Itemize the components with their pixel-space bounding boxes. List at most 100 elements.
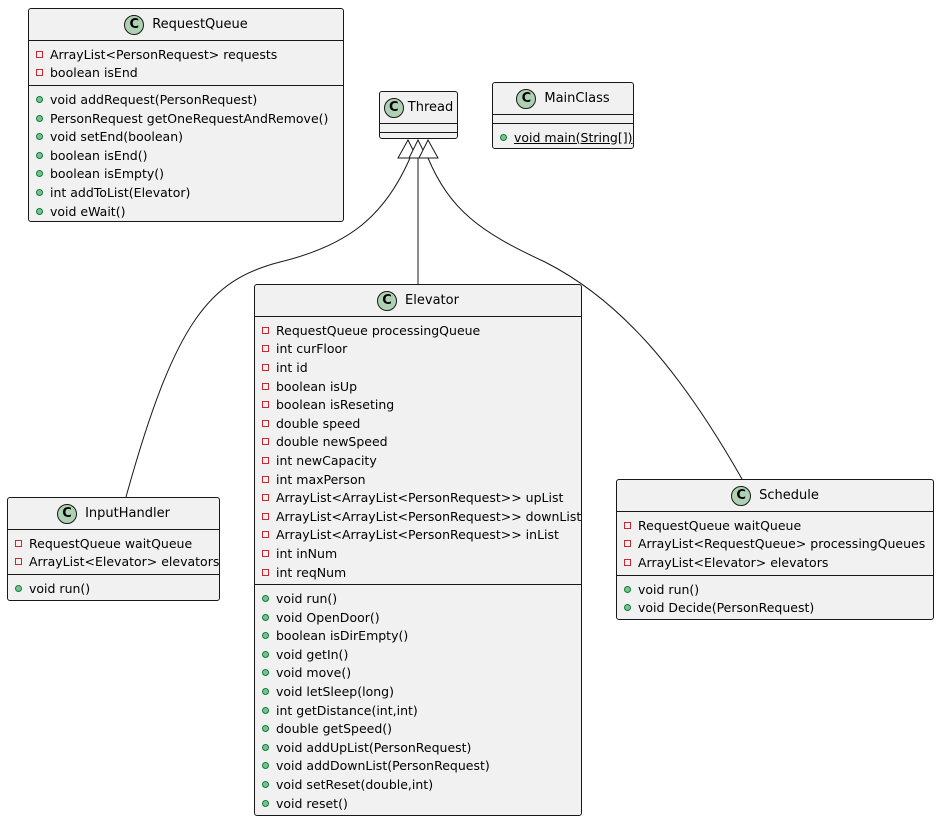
method-row: void main(String[]) <box>493 128 633 147</box>
field-row: RequestQueue processingQueue <box>255 321 581 340</box>
field-row: double speed <box>255 414 581 433</box>
method-row: void letSleep(long) <box>255 682 581 701</box>
public-icon <box>262 799 269 807</box>
private-icon <box>262 401 269 409</box>
class-name: RequestQueue <box>152 17 248 32</box>
class-schedule[interactable]: C Schedule RequestQueue waitQueue ArrayL… <box>616 479 934 620</box>
private-icon <box>262 494 269 502</box>
field-row: ArrayList<PersonRequest> requests <box>29 45 343 64</box>
field-row: double newSpeed <box>255 433 581 452</box>
class-main-class[interactable]: C MainClass void main(String[]) <box>492 82 634 149</box>
class-name: MainClass <box>544 91 610 106</box>
private-icon <box>262 363 269 371</box>
public-icon <box>15 584 22 592</box>
public-icon <box>262 762 269 770</box>
class-input-handler[interactable]: C InputHandler RequestQueue waitQueue Ar… <box>7 497 220 601</box>
class-header: C Thread <box>380 92 457 124</box>
field-row: RequestQueue waitQueue <box>617 516 933 535</box>
private-icon <box>15 558 22 566</box>
private-icon <box>36 50 43 58</box>
methods-section: void run() <box>8 574 219 601</box>
public-icon <box>624 604 631 612</box>
public-icon <box>262 781 269 789</box>
field-row: int id <box>255 358 581 377</box>
method-row: void run() <box>8 579 219 598</box>
field-row: ArrayList<ArrayList<PersonRequest>> upLi… <box>255 488 581 507</box>
private-icon <box>262 568 269 576</box>
generalization-arrowhead-schedule <box>418 138 439 159</box>
field-row: ArrayList<Elevator> elevators <box>8 553 219 572</box>
private-icon <box>262 531 269 539</box>
class-name: Thread <box>407 100 454 115</box>
method-row: void reset() <box>255 794 581 813</box>
field-row: ArrayList<ArrayList<PersonRequest>> down… <box>255 507 581 526</box>
class-c-icon: C <box>516 88 537 109</box>
method-row: void move() <box>255 664 581 683</box>
field-row: int newCapacity <box>255 451 581 470</box>
field-row: int reqNum <box>255 563 581 582</box>
method-row: int getDistance(int,int) <box>255 701 581 720</box>
field-row: RequestQueue waitQueue <box>8 534 219 553</box>
private-icon <box>262 512 269 520</box>
method-row: PersonRequest getOneRequestAndRemove() <box>29 109 343 128</box>
method-row: boolean isDirEmpty() <box>255 627 581 646</box>
method-row: boolean isEmpty() <box>29 165 343 184</box>
fields-section: RequestQueue processingQueue int curFloo… <box>255 317 581 584</box>
private-icon <box>262 438 269 446</box>
class-request-queue[interactable]: C RequestQueue ArrayList<PersonRequest> … <box>28 8 344 222</box>
public-icon <box>262 669 269 677</box>
method-row: void Decide(PersonRequest) <box>617 598 933 617</box>
private-icon <box>262 382 269 390</box>
methods-section <box>380 132 457 140</box>
private-icon <box>262 345 269 353</box>
private-icon <box>624 521 631 529</box>
public-icon <box>36 95 43 103</box>
field-row: int inNum <box>255 544 581 563</box>
public-icon <box>262 632 269 640</box>
public-icon <box>36 170 43 178</box>
public-icon <box>262 743 269 751</box>
public-icon <box>36 188 43 196</box>
field-row: int curFloor <box>255 340 581 359</box>
class-header: C Elevator <box>255 285 581 317</box>
edge-schedule-thread <box>427 157 743 480</box>
field-row: ArrayList<ArrayList<PersonRequest>> inLi… <box>255 526 581 545</box>
fields-section: ArrayList<PersonRequest> requests boolea… <box>29 41 343 85</box>
public-icon <box>624 585 631 593</box>
class-header: C MainClass <box>493 83 633 115</box>
edge-inputhandler-thread <box>125 157 411 498</box>
class-header: C InputHandler <box>8 498 219 530</box>
method-row: void addDownList(PersonRequest) <box>255 757 581 776</box>
private-icon <box>262 475 269 483</box>
fields-section: RequestQueue waitQueue ArrayList<Elevato… <box>8 530 219 574</box>
methods-section: void run() void OpenDoor() boolean isDir… <box>255 584 581 815</box>
private-icon <box>36 69 43 77</box>
field-row: ArrayList<RequestQueue> processingQueues <box>617 535 933 554</box>
class-c-icon: C <box>57 503 78 524</box>
class-elevator[interactable]: C Elevator RequestQueue processingQueue … <box>254 284 582 816</box>
field-row: int maxPerson <box>255 470 581 489</box>
public-icon <box>262 688 269 696</box>
method-row: void getIn() <box>255 645 581 664</box>
field-row: boolean isUp <box>255 377 581 396</box>
private-icon <box>262 419 269 427</box>
class-header: C RequestQueue <box>29 9 343 41</box>
public-icon <box>262 725 269 733</box>
method-row: void setReset(double,int) <box>255 775 581 794</box>
field-row: boolean isReseting <box>255 395 581 414</box>
method-row: void run() <box>617 580 933 599</box>
class-c-icon: C <box>377 290 398 311</box>
public-icon <box>500 133 507 141</box>
class-name: Elevator <box>405 293 459 308</box>
class-header: C Schedule <box>617 480 933 512</box>
private-icon <box>262 326 269 334</box>
class-thread[interactable]: C Thread <box>379 91 458 139</box>
methods-section: void addRequest(PersonRequest) PersonReq… <box>29 85 343 223</box>
methods-section: void run() void Decide(PersonRequest) <box>617 574 933 620</box>
class-c-icon: C <box>124 14 145 35</box>
public-icon <box>36 114 43 122</box>
public-icon <box>36 133 43 141</box>
method-row: boolean isEnd() <box>29 146 343 165</box>
public-icon <box>262 650 269 658</box>
private-icon <box>262 549 269 557</box>
